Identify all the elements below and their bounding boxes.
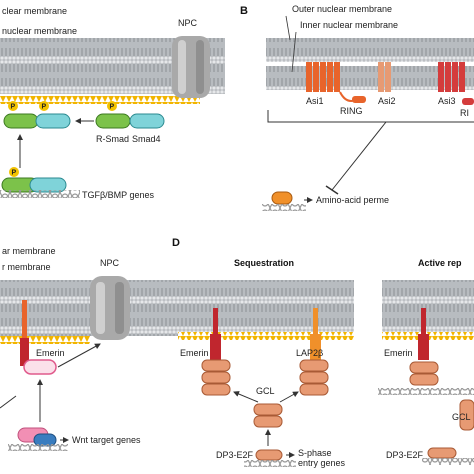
sequestration-title: Sequestration: [234, 258, 294, 268]
sphase-line-2: entry genes: [298, 458, 346, 468]
emerin-c: [20, 300, 29, 366]
phospho-label-4: P: [12, 170, 17, 177]
ring-label: RING: [340, 106, 363, 116]
smad-dna-complex: P: [0, 167, 80, 198]
npc-icon: [172, 36, 210, 98]
emerin-label: Emerin: [36, 348, 65, 358]
panel-b-outer-membrane: [266, 38, 474, 62]
panel-a: clear membrane nuclear membrane NPC P P …: [0, 6, 225, 200]
panel-b: B Outer nuclear membrane Inner nuclear m…: [240, 4, 474, 211]
d-act-inner-membrane: [382, 306, 474, 332]
sphase-label: S-phase entry genes: [298, 448, 346, 468]
inhibition-line: [331, 121, 387, 191]
gcl-label: GCL: [256, 386, 275, 396]
panel-b-letter: B: [240, 5, 248, 17]
gcl-active-stack: [378, 361, 474, 431]
emerin-d: [210, 308, 221, 360]
dp3-e2f-complex: [244, 449, 296, 467]
emerin-d-active: [418, 308, 429, 360]
dp3-label: DP3-E2F: [216, 450, 254, 460]
gcl-stack-left: [201, 359, 231, 396]
d-act-outer-membrane: [382, 280, 474, 306]
rsmad-label: R-Smad: [96, 134, 129, 144]
panel-a-lamina: [0, 96, 200, 104]
asi1-label: Asi1: [306, 96, 324, 106]
gcl2-label: GCL: [452, 412, 471, 422]
panel-a-outer-label: clear membrane: [2, 6, 67, 16]
panel-c-inner-label: r membrane: [2, 262, 51, 272]
permease-complex: [262, 191, 306, 211]
permease-label: Amino-acid perme: [316, 195, 389, 205]
dp3-e2f-active: [422, 447, 474, 465]
d-seq-inner-membrane: [178, 306, 354, 332]
lap2-label: LAP2β: [296, 348, 323, 358]
asi2-label: Asi2: [378, 96, 396, 106]
panel-c-lamina: [0, 336, 90, 344]
wnt-genes-label: Wnt target genes: [72, 435, 141, 445]
asi3-label: Asi3: [438, 96, 456, 106]
panel-c: ar membrane r membrane NPC Emerin Wnt ta…: [0, 246, 210, 451]
gcl-center-stack: [253, 403, 283, 428]
outer-membrane-label: Outer nuclear membrane: [292, 4, 392, 14]
panel-c-outer-label: ar membrane: [2, 246, 56, 256]
phospho-label: P: [11, 104, 16, 111]
inner-membrane-label: Inner nuclear membrane: [300, 20, 398, 30]
gcl-stack-right: [299, 359, 329, 396]
asi1-protein: [306, 62, 366, 103]
panel-d: D Sequestration Active rep Emerin LAP2β: [172, 237, 474, 468]
phospho-label-2: P: [42, 104, 47, 111]
smad4-label: Smad4: [132, 134, 161, 144]
emerin-d2-label: Emerin: [384, 348, 413, 358]
smad-complex-membrane: P P: [3, 101, 71, 129]
active-repression-title: Active rep: [418, 258, 462, 268]
bracket-line: [267, 110, 474, 123]
d-seq-lamina: [178, 332, 354, 340]
tgf-genes-label: TGFβ/BMP genes: [82, 190, 155, 200]
beta-catenin-c: [23, 359, 57, 375]
sphase-line-1: S-phase: [298, 448, 332, 458]
asi3-protein: [438, 62, 474, 105]
ring2-label: RI: [460, 108, 469, 118]
lap2-d: [310, 308, 321, 360]
asi2-protein: [378, 62, 391, 92]
panel-c-npc-label: NPC: [100, 258, 120, 268]
rsmad-smad4: P: [95, 101, 165, 129]
dp3-2-label: DP3-E2F: [386, 450, 424, 460]
inhibition-bar: [325, 185, 339, 195]
panel-a-npc-label: NPC: [178, 18, 198, 28]
panel-a-inner-label: nuclear membrane: [2, 26, 77, 36]
d-seq-outer-membrane: [178, 280, 354, 306]
phospho-label-3: P: [110, 104, 115, 111]
panel-d-letter: D: [172, 237, 180, 249]
wnt-complex: [8, 427, 68, 451]
emerin-d-label: Emerin: [180, 348, 209, 358]
npc-icon-c: [90, 276, 130, 340]
